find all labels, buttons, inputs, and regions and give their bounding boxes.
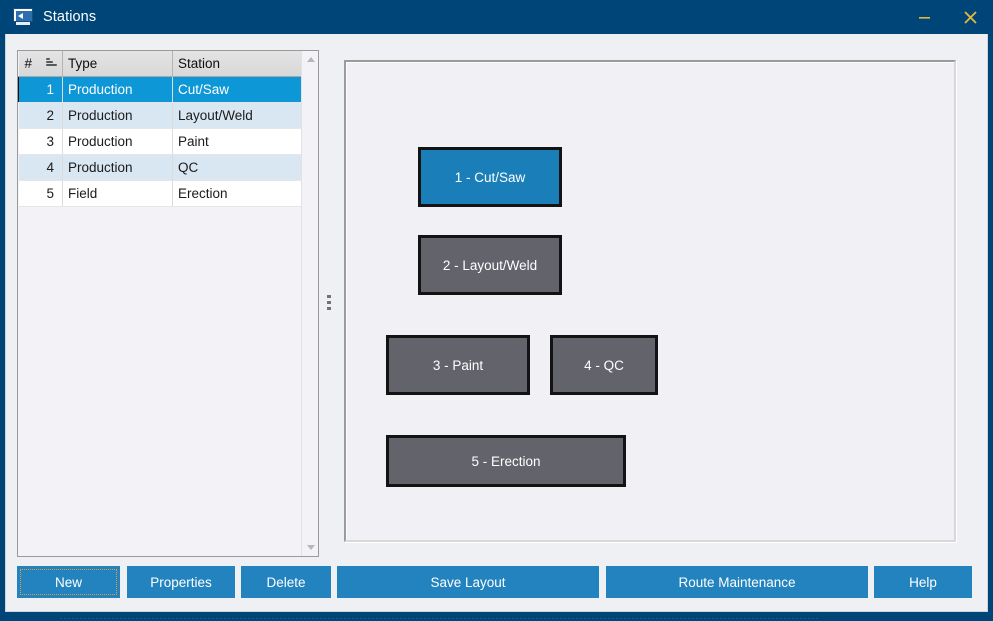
new-button-label: New xyxy=(54,574,82,590)
stations-grid[interactable]: # Type Station 1 Production Cut/Saw xyxy=(18,51,304,556)
table-row[interactable]: 5 Field Erection xyxy=(18,180,304,207)
stations-table-body: 1 Production Cut/Saw 2 Production Layout… xyxy=(18,75,304,207)
cell-station: Cut/Saw xyxy=(172,75,304,103)
save-layout-button-label: Save Layout xyxy=(430,574,506,590)
station-node[interactable]: 3 - Paint xyxy=(386,335,530,395)
table-row[interactable]: 2 Production Layout/Weld xyxy=(18,102,304,129)
title-bar[interactable]: Stations xyxy=(0,0,993,34)
station-node[interactable]: 1 - Cut/Saw xyxy=(418,147,562,207)
station-node-label: 4 - QC xyxy=(584,357,624,373)
station-node-label: 5 - Erection xyxy=(471,453,541,469)
scroll-down-arrow-icon[interactable] xyxy=(302,539,318,556)
delete-button-label: Delete xyxy=(266,574,306,590)
table-row[interactable]: 4 Production QC xyxy=(18,154,304,181)
cell-type: Production xyxy=(62,75,173,103)
table-header-row: # Type Station xyxy=(18,51,304,77)
sort-ascending-icon[interactable] xyxy=(46,58,57,68)
scroll-up-arrow-icon[interactable] xyxy=(302,51,318,68)
station-layout-canvas[interactable]: 1 - Cut/Saw 2 - Layout/Weld 3 - Paint 4 … xyxy=(344,60,956,542)
table-row[interactable]: 3 Production Paint xyxy=(18,128,304,155)
delete-button[interactable]: Delete xyxy=(241,566,331,598)
column-header-station[interactable]: Station xyxy=(172,51,304,77)
stations-list-pane: # Type Station 1 Production Cut/Saw xyxy=(17,50,319,557)
column-header-type[interactable]: Type xyxy=(62,51,173,77)
column-header-number[interactable]: # xyxy=(18,51,63,77)
station-node-label: 3 - Paint xyxy=(432,357,484,373)
window-bottom-hairline xyxy=(60,618,820,619)
close-button[interactable] xyxy=(947,0,993,34)
cell-station: Layout/Weld xyxy=(172,102,304,129)
cell-type: Production xyxy=(62,128,173,155)
properties-button[interactable]: Properties xyxy=(127,566,235,598)
minimize-button[interactable] xyxy=(901,0,947,34)
cell-number: 1 xyxy=(18,75,63,103)
action-button-bar: New Properties Delete Save Layout Route … xyxy=(17,566,972,598)
cell-station: Erection xyxy=(172,180,304,207)
stations-table: # Type Station 1 Production Cut/Saw xyxy=(18,51,304,207)
pane-splitter[interactable] xyxy=(322,50,336,557)
properties-button-label: Properties xyxy=(150,574,212,590)
cell-type: Field xyxy=(62,180,173,207)
cell-number: 2 xyxy=(18,102,63,129)
window-controls xyxy=(901,0,993,34)
new-button[interactable]: New xyxy=(17,566,120,598)
cell-type: Production xyxy=(62,102,173,129)
help-button-label: Help xyxy=(909,574,937,590)
save-layout-button[interactable]: Save Layout xyxy=(337,566,599,598)
station-node-label: 2 - Layout/Weld xyxy=(442,257,538,273)
cell-number: 4 xyxy=(18,154,63,181)
station-window-icon xyxy=(13,8,33,26)
splitter-grip-icon xyxy=(327,294,331,313)
route-maintenance-button[interactable]: Route Maintenance xyxy=(606,566,868,598)
cell-type: Production xyxy=(62,154,173,181)
cell-station: QC xyxy=(172,154,304,181)
help-button[interactable]: Help xyxy=(874,566,972,598)
cell-number: 3 xyxy=(18,128,63,155)
station-node-label: 1 - Cut/Saw xyxy=(454,169,526,185)
station-node[interactable]: 5 - Erection xyxy=(386,435,626,487)
window-title: Stations xyxy=(43,9,97,25)
table-row[interactable]: 1 Production Cut/Saw xyxy=(18,75,304,103)
route-maintenance-button-label: Route Maintenance xyxy=(678,574,796,590)
station-node[interactable]: 4 - QC xyxy=(550,335,658,395)
station-node[interactable]: 2 - Layout/Weld xyxy=(418,235,562,295)
cell-number: 5 xyxy=(18,180,63,207)
cell-station: Paint xyxy=(172,128,304,155)
column-header-number-label: # xyxy=(24,55,33,71)
list-vertical-scrollbar[interactable] xyxy=(301,51,318,556)
